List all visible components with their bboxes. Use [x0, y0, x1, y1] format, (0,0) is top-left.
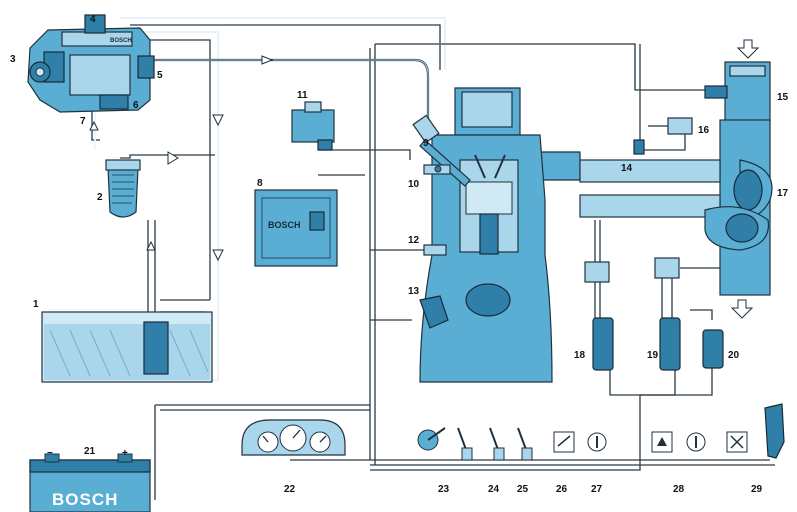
control-module [291, 101, 335, 151]
flow-arrows [89, 55, 274, 262]
label-23: 23 [438, 484, 450, 495]
label-28: 28 [673, 484, 685, 495]
instrument-cluster [241, 419, 346, 456]
engine-block [419, 87, 581, 383]
coolant-temperature-sensor [423, 244, 447, 256]
label-7: 7 [80, 116, 86, 127]
label-5: 5 [157, 70, 163, 81]
label-9: 9 [423, 138, 429, 149]
display-icon [553, 431, 575, 453]
battery: BOSCH − + [29, 448, 151, 512]
actuators [592, 317, 724, 371]
label-11: 11 [297, 90, 308, 101]
label-2: 2 [97, 192, 103, 203]
flow-arrow-icon [261, 55, 274, 65]
battery-brand-label: BOSCH [52, 490, 118, 509]
label-22: 22 [284, 484, 296, 495]
label-8: 8 [257, 178, 263, 189]
diagnostic-connector-icon [764, 403, 785, 459]
egr-valve [584, 257, 680, 283]
label-1: 1 [33, 299, 39, 310]
driver-controls [417, 403, 785, 461]
injection-line [140, 58, 430, 130]
flow-arrow-icon [212, 114, 224, 127]
engine-control-unit: BOSCH [254, 189, 338, 267]
ecu-brand-label: BOSCH [268, 220, 301, 230]
label-18: 18 [574, 350, 586, 361]
label-26: 26 [556, 484, 568, 495]
injection-pump: BOSCH [27, 14, 155, 113]
turbocharger [579, 119, 773, 319]
pressure-sensor [633, 139, 645, 155]
label-21: 21 [84, 446, 96, 457]
callout-labels: 4 3 5 6 7 2 1 8 11 9 10 12 13 14 15 16 1… [10, 14, 789, 495]
air-inlet-arrow-icon [736, 39, 760, 59]
speed-sensor [419, 295, 449, 329]
glow-plug [423, 164, 451, 175]
label-10: 10 [408, 179, 420, 190]
flow-arrow-icon [167, 151, 179, 165]
label-13: 13 [408, 286, 420, 297]
battery-plus-terminal: + [122, 448, 128, 459]
fuel-tank [41, 311, 213, 383]
label-14: 14 [621, 163, 633, 174]
injector [412, 114, 471, 187]
flow-arrow-icon [89, 120, 99, 131]
flow-arrow-icon [146, 240, 156, 251]
label-17: 17 [777, 188, 789, 199]
air-mass-meter [704, 39, 771, 123]
label-25: 25 [517, 484, 529, 495]
flow-arrow-icon [212, 249, 224, 262]
label-29: 29 [751, 484, 763, 495]
pump-brand-label: BOSCH [110, 38, 132, 44]
battery-minus-terminal: − [47, 448, 53, 459]
exhaust-outlet-arrow-icon [730, 299, 754, 319]
label-27: 27 [591, 484, 603, 495]
boost-control-valve [648, 117, 693, 135]
label-19: 19 [647, 350, 659, 361]
label-16: 16 [698, 125, 710, 136]
label-4: 4 [90, 14, 96, 25]
label-6: 6 [133, 100, 139, 111]
label-15: 15 [777, 92, 789, 103]
label-12: 12 [408, 235, 420, 246]
label-3: 3 [10, 54, 16, 65]
fuel-filter [105, 159, 141, 218]
label-24: 24 [488, 484, 500, 495]
label-20: 20 [728, 350, 740, 361]
